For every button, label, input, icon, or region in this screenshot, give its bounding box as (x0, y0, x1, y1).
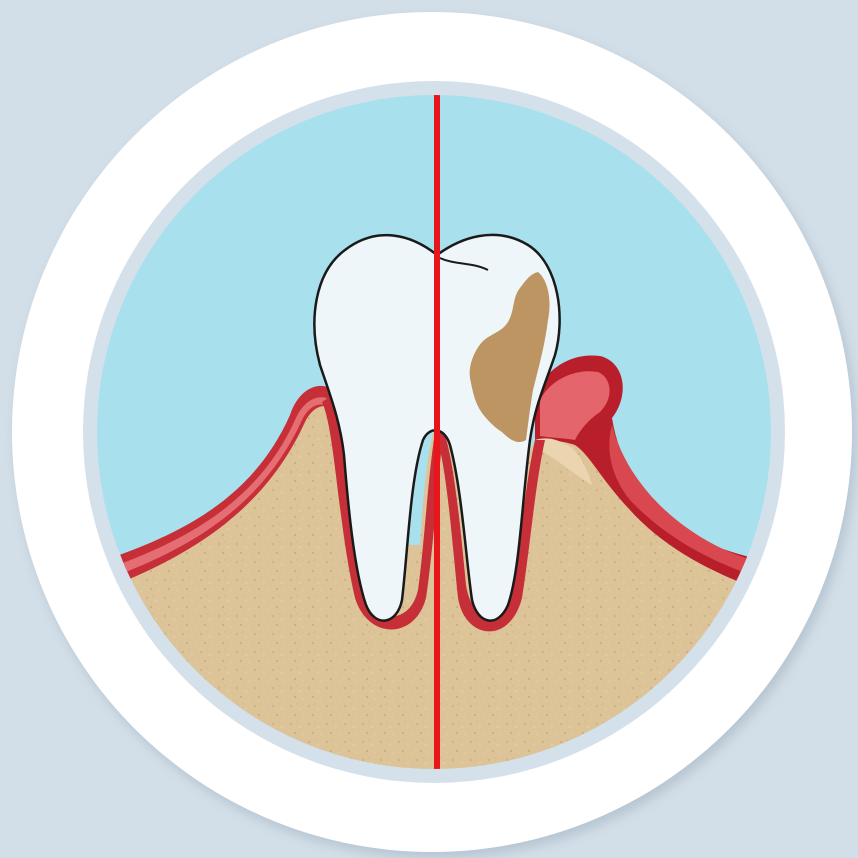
illustration-stage (0, 0, 858, 858)
healthy-vs-decayed-tooth-illustration (0, 0, 858, 858)
